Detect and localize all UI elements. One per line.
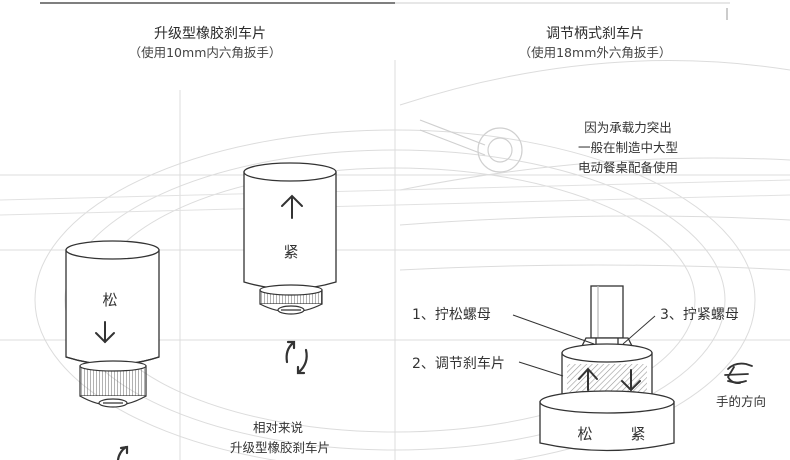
arrow-up-icon	[281, 194, 303, 219]
callout-loosen-nut: 1、拧松螺母	[412, 307, 491, 323]
base-tight-label: 紧	[630, 425, 646, 443]
left-caption-line2: 升级型橡胶刹车片	[229, 440, 330, 455]
hand-direction-label: 手的方向	[715, 394, 766, 409]
hand-icon	[724, 362, 753, 385]
left-caption-line1: 相对来说	[252, 420, 303, 435]
arrow-down-icon	[95, 321, 115, 344]
tight-thread	[259, 284, 323, 315]
note-line-3: 电动餐桌配备使用	[577, 160, 678, 175]
note-line-2: 一般在制造中大型	[577, 140, 678, 155]
loose-thread	[79, 360, 147, 408]
right-title: 调节柄式刹车片	[546, 26, 644, 42]
arrow-down-icon	[621, 369, 641, 392]
caster-base	[539, 390, 675, 452]
left-subtitle: （使用10mm内六角扳手）	[128, 45, 282, 60]
rotate-icon	[285, 340, 308, 375]
loose-caster-body	[65, 240, 160, 366]
callout-tighten-nut: 3、拧紧螺母	[660, 307, 739, 323]
adjust-shaft	[590, 285, 624, 339]
callout-adjust-pad: 2、调节刹车片	[412, 356, 505, 372]
arrow-up-icon	[578, 367, 598, 391]
tight-label: 紧	[283, 243, 299, 261]
note-line-1: 因为承载力突出	[584, 120, 672, 135]
right-subtitle: （使用18mm外六角扳手）	[518, 45, 672, 60]
base-loose-label: 松	[577, 425, 593, 443]
rotate-icon-partial	[116, 445, 129, 460]
left-title: 升级型橡胶刹车片	[154, 26, 266, 42]
loose-label: 松	[102, 291, 118, 309]
